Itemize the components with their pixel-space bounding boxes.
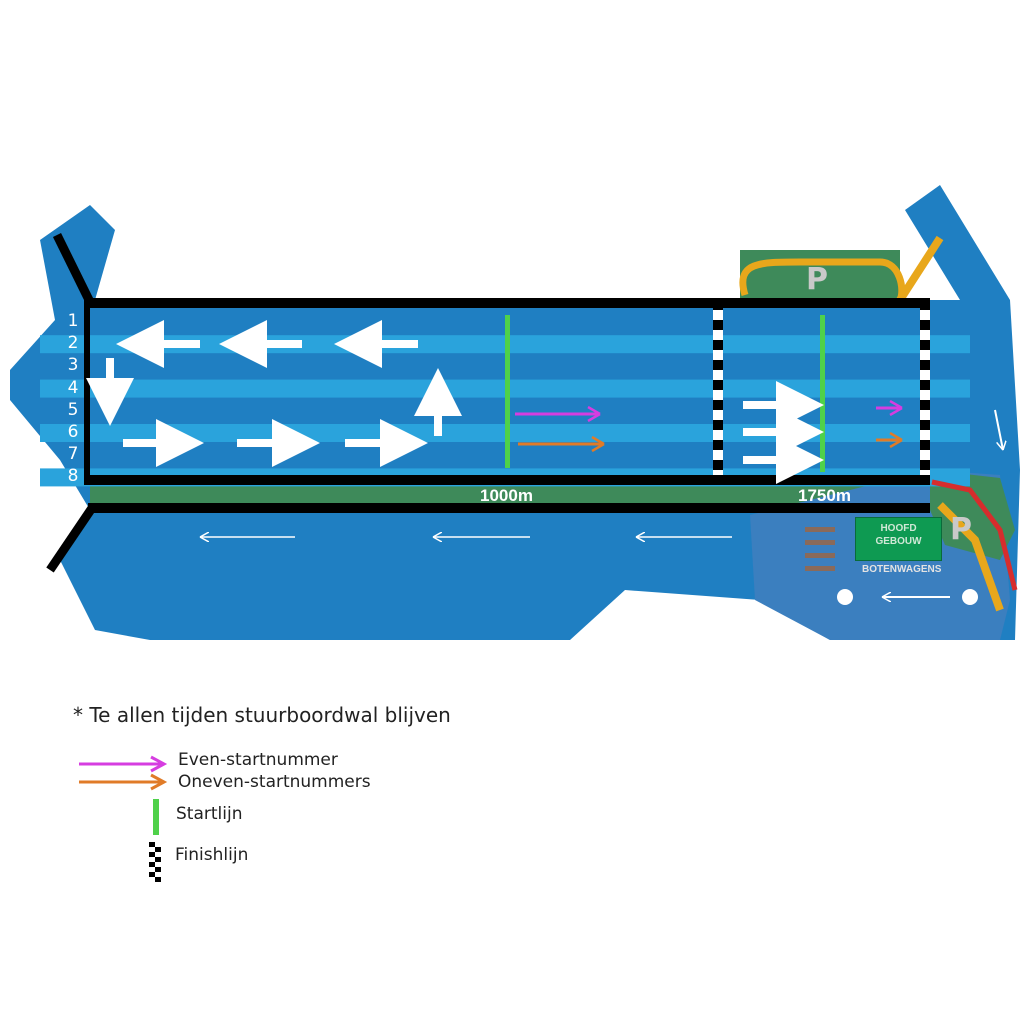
legend-odd-label: Oneven-startnummers	[178, 772, 371, 792]
start-line-1000m	[505, 315, 510, 468]
lane-number-4: 4	[67, 377, 79, 398]
parking-road-top	[739, 258, 906, 302]
pier-marker-2	[962, 589, 978, 605]
course-border-bottom	[88, 475, 930, 485]
legend-arrows-symbol	[79, 755, 168, 791]
lane-number-8: 8	[67, 466, 79, 487]
inlet-arrow	[604, 605, 612, 626]
return-lane-border	[88, 503, 930, 513]
main-building-label-2: GEBOUW	[875, 536, 922, 547]
distance-label-1000m: 1000m	[480, 486, 533, 505]
course-direction-arrows	[86, 320, 824, 484]
return-lane-arrows	[70, 409, 1003, 626]
main-building: HOOFD GEBOUW	[855, 517, 942, 561]
entry-barrier-top	[52, 233, 95, 304]
entry-barrier-bottom	[46, 505, 96, 573]
lane-number-1: 1	[67, 311, 79, 331]
finish-line-2	[920, 308, 930, 475]
legend-finish-label: Finishlijn	[175, 845, 249, 865]
red-road	[931, 479, 1018, 591]
legend-even-label: Even-startnummer	[178, 750, 338, 770]
start-line-1750m	[820, 315, 825, 472]
boat-racks	[805, 527, 835, 571]
distance-label-1750m: 1750m	[798, 486, 851, 505]
pier-marker-1	[837, 589, 853, 605]
legend-start-line-symbol	[153, 799, 159, 835]
side-arrow-right	[994, 409, 1003, 450]
parking-sign-bottom: P	[950, 512, 972, 547]
main-building-label-1: HOOFD	[880, 523, 917, 534]
legend-start-label: Startlijn	[176, 804, 243, 824]
finish-line-1	[713, 308, 723, 475]
lane-number-6: 6	[67, 422, 79, 442]
lane-number-5: 5	[67, 399, 79, 420]
lane-number-3: 3	[67, 355, 79, 376]
lane-number-2: 2	[67, 333, 79, 354]
course-diagram	[10, 185, 1020, 640]
access-road-bottom	[937, 502, 1004, 612]
access-road-top	[896, 235, 944, 303]
legend-finish-line-symbol	[149, 842, 161, 882]
lane-number-7: 7	[67, 444, 79, 465]
parking-sign-top: P	[806, 262, 828, 297]
course-border-top	[88, 298, 930, 308]
starboard-note: * Te allen tijden stuurboordwal blijven	[73, 703, 451, 727]
parking-area-bottom	[930, 470, 1015, 560]
boat-trailers-label: BOTENWAGENS	[862, 564, 942, 575]
